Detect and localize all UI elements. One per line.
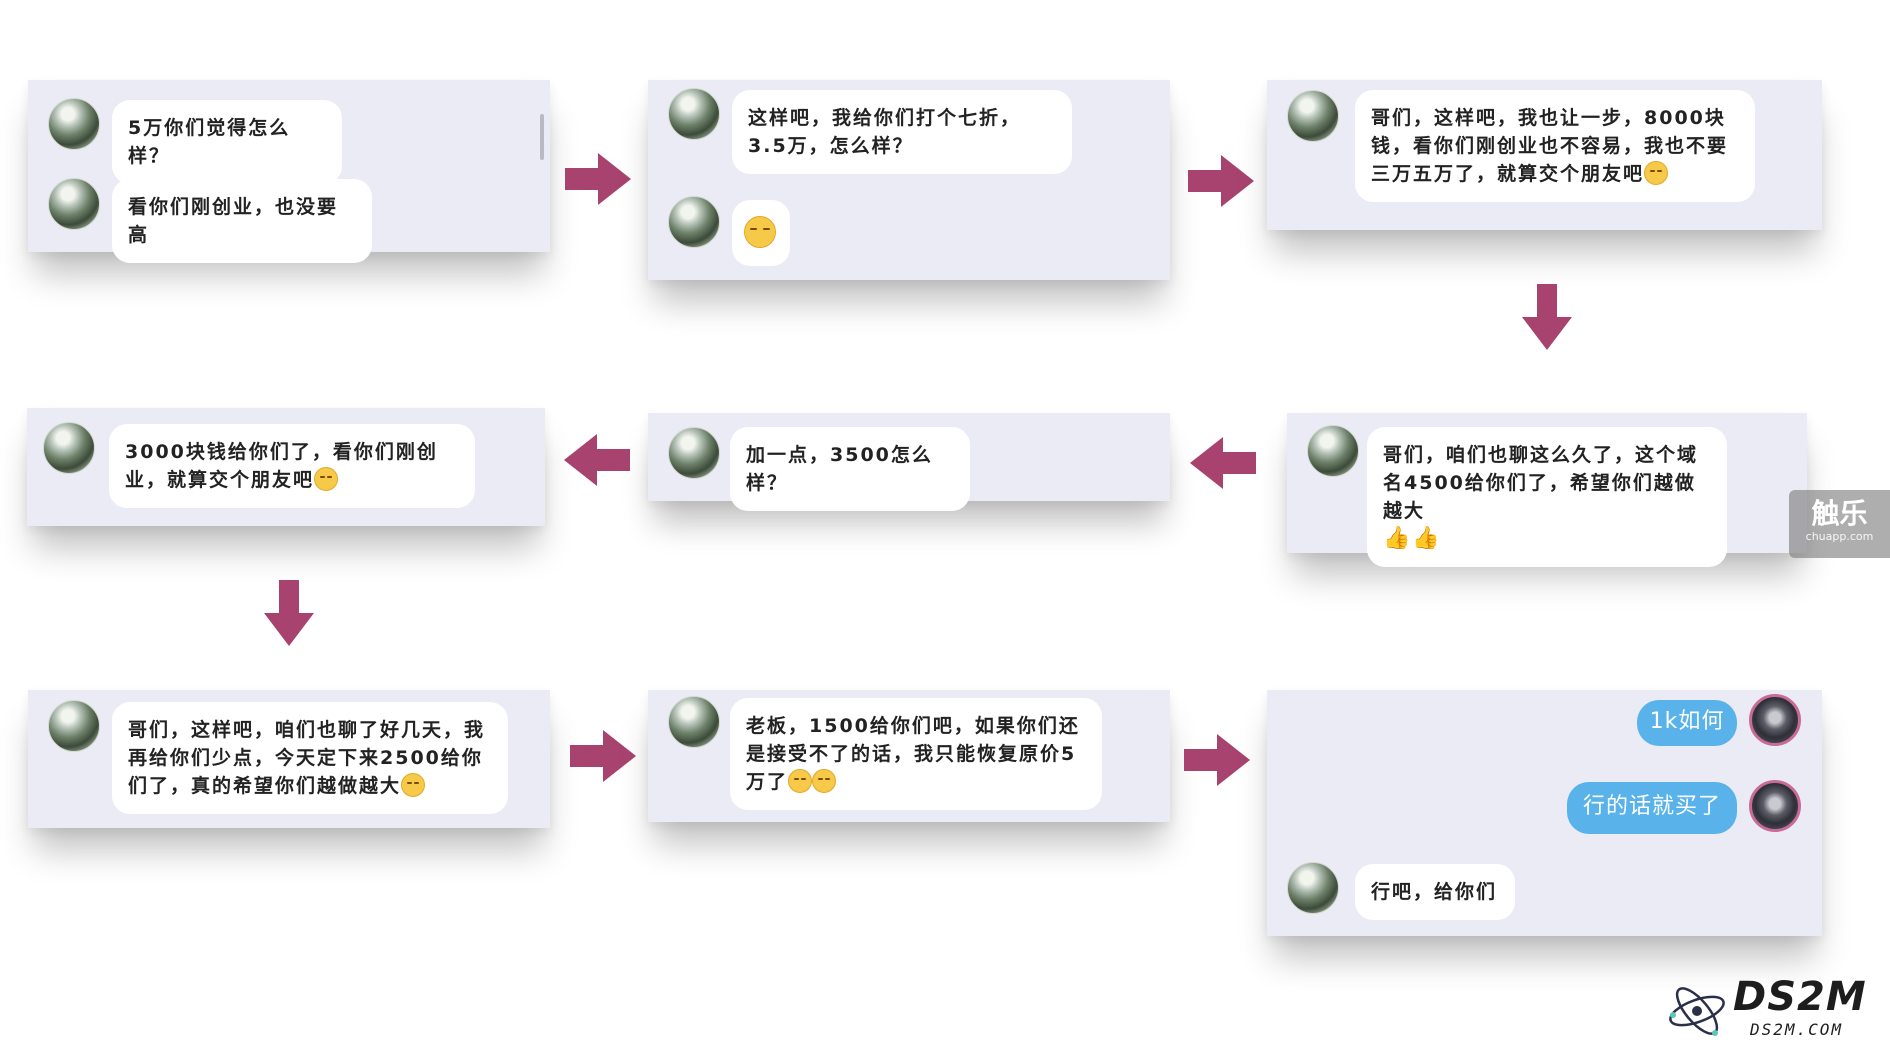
message-bubble: 哥们，这样吧，我也让一步，8000块钱，看你们刚创业也不容易，我也不要三万五万了… xyxy=(1355,90,1755,202)
watermark-subtitle: chuapp.com xyxy=(1805,530,1874,543)
message-bubble: 3000块钱给你们了，看你们刚创业，就算交个朋友吧 xyxy=(109,424,475,508)
chat-panel-8: 老板，1500给你们吧，如果你们还是接受不了的话，我只能恢复原价5万了 xyxy=(648,690,1170,822)
contact-avatar xyxy=(668,427,720,479)
flow-arrow-down-icon xyxy=(1522,284,1572,350)
contact-avatar xyxy=(1307,425,1359,477)
contact-avatar xyxy=(1287,90,1339,142)
self-avatar xyxy=(1749,780,1801,832)
message-bubble: 看你们刚创业，也没要高 xyxy=(112,179,372,263)
chat-panel-5: 加一点，3500怎么样？ xyxy=(648,413,1170,511)
contact-avatar xyxy=(48,700,100,752)
message-bubble: 这样吧，我给你们打个七折，3.5万，怎么样？ xyxy=(732,90,1072,174)
contact-avatar xyxy=(1287,862,1339,914)
chat-panel-2: 这样吧，我给你们打个七折，3.5万，怎么样？ xyxy=(648,80,1170,280)
smile-emoji-icon xyxy=(812,769,837,793)
atom-logo-icon xyxy=(1669,987,1725,1036)
site-logo: DS2M DS2M.COM xyxy=(1665,975,1880,1047)
flow-arrow-down-icon xyxy=(264,580,314,646)
chat-panel-4: 3000块钱给你们了，看你们刚创业，就算交个朋友吧 xyxy=(27,408,545,526)
chat-panel-3: 哥们，这样吧，我也让一步，8000块钱，看你们刚创业也不容易，我也不要三万五万了… xyxy=(1267,80,1822,230)
contact-avatar xyxy=(43,422,95,474)
thumbs-up-icon: 👍👍 xyxy=(1383,526,1442,551)
chat-panel-1: 5万你们觉得怎么样？ 看你们刚创业，也没要高 xyxy=(28,80,550,263)
smile-emoji-icon xyxy=(401,773,426,797)
smile-emoji-icon xyxy=(788,769,813,793)
message-bubble: 5万你们觉得怎么样？ xyxy=(112,100,342,184)
self-message-bubble: 行的话就买了 xyxy=(1567,782,1737,834)
smile-emoji-icon xyxy=(314,467,339,491)
flow-arrow-left-icon xyxy=(564,434,630,486)
contact-avatar xyxy=(668,196,720,248)
watermark-badge: 触乐 chuapp.com xyxy=(1789,490,1890,558)
message-bubble: 哥们，这样吧，咱们也聊了好几天，我再给你们少点，今天定下来2500给你们了，真的… xyxy=(112,702,508,814)
scrollbar[interactable] xyxy=(540,114,544,160)
flow-arrow-left-icon xyxy=(1190,437,1256,489)
contact-avatar xyxy=(668,696,720,748)
message-bubble: 老板，1500给你们吧，如果你们还是接受不了的话，我只能恢复原价5万了 xyxy=(730,698,1102,810)
emoji-bubble xyxy=(732,200,790,266)
flow-arrow-right-icon xyxy=(570,730,636,782)
contact-avatar xyxy=(48,98,100,150)
contact-avatar xyxy=(48,178,100,230)
watermark-title: 触乐 xyxy=(1811,497,1868,530)
self-avatar xyxy=(1749,694,1801,746)
flow-arrow-right-icon xyxy=(1184,734,1250,786)
flow-arrow-right-icon xyxy=(565,153,631,205)
chat-panel-9: 1k如何 行的话就买了 行吧，给你们 xyxy=(1267,690,1822,936)
chat-panel-6: 哥们，咱们也聊这么久了，这个域名4500给你们了，希望你们越做越大 👍👍 xyxy=(1287,413,1807,567)
smile-emoji-icon xyxy=(744,216,776,248)
message-bubble: 加一点，3500怎么样？ xyxy=(730,427,970,511)
logo-text: DS2M xyxy=(1733,974,1867,1020)
smile-emoji-icon xyxy=(1644,161,1669,185)
logo-subtitle: DS2M.COM xyxy=(1750,1020,1844,1039)
self-message-bubble: 1k如何 xyxy=(1637,700,1737,746)
message-bubble: 行吧，给你们 xyxy=(1355,864,1515,920)
flow-arrow-right-icon xyxy=(1188,155,1254,207)
chat-panel-7: 哥们，这样吧，咱们也聊了好几天，我再给你们少点，今天定下来2500给你们了，真的… xyxy=(28,690,550,828)
message-bubble: 哥们，咱们也聊这么久了，这个域名4500给你们了，希望你们越做越大 👍👍 xyxy=(1367,427,1727,567)
contact-avatar xyxy=(668,88,720,140)
